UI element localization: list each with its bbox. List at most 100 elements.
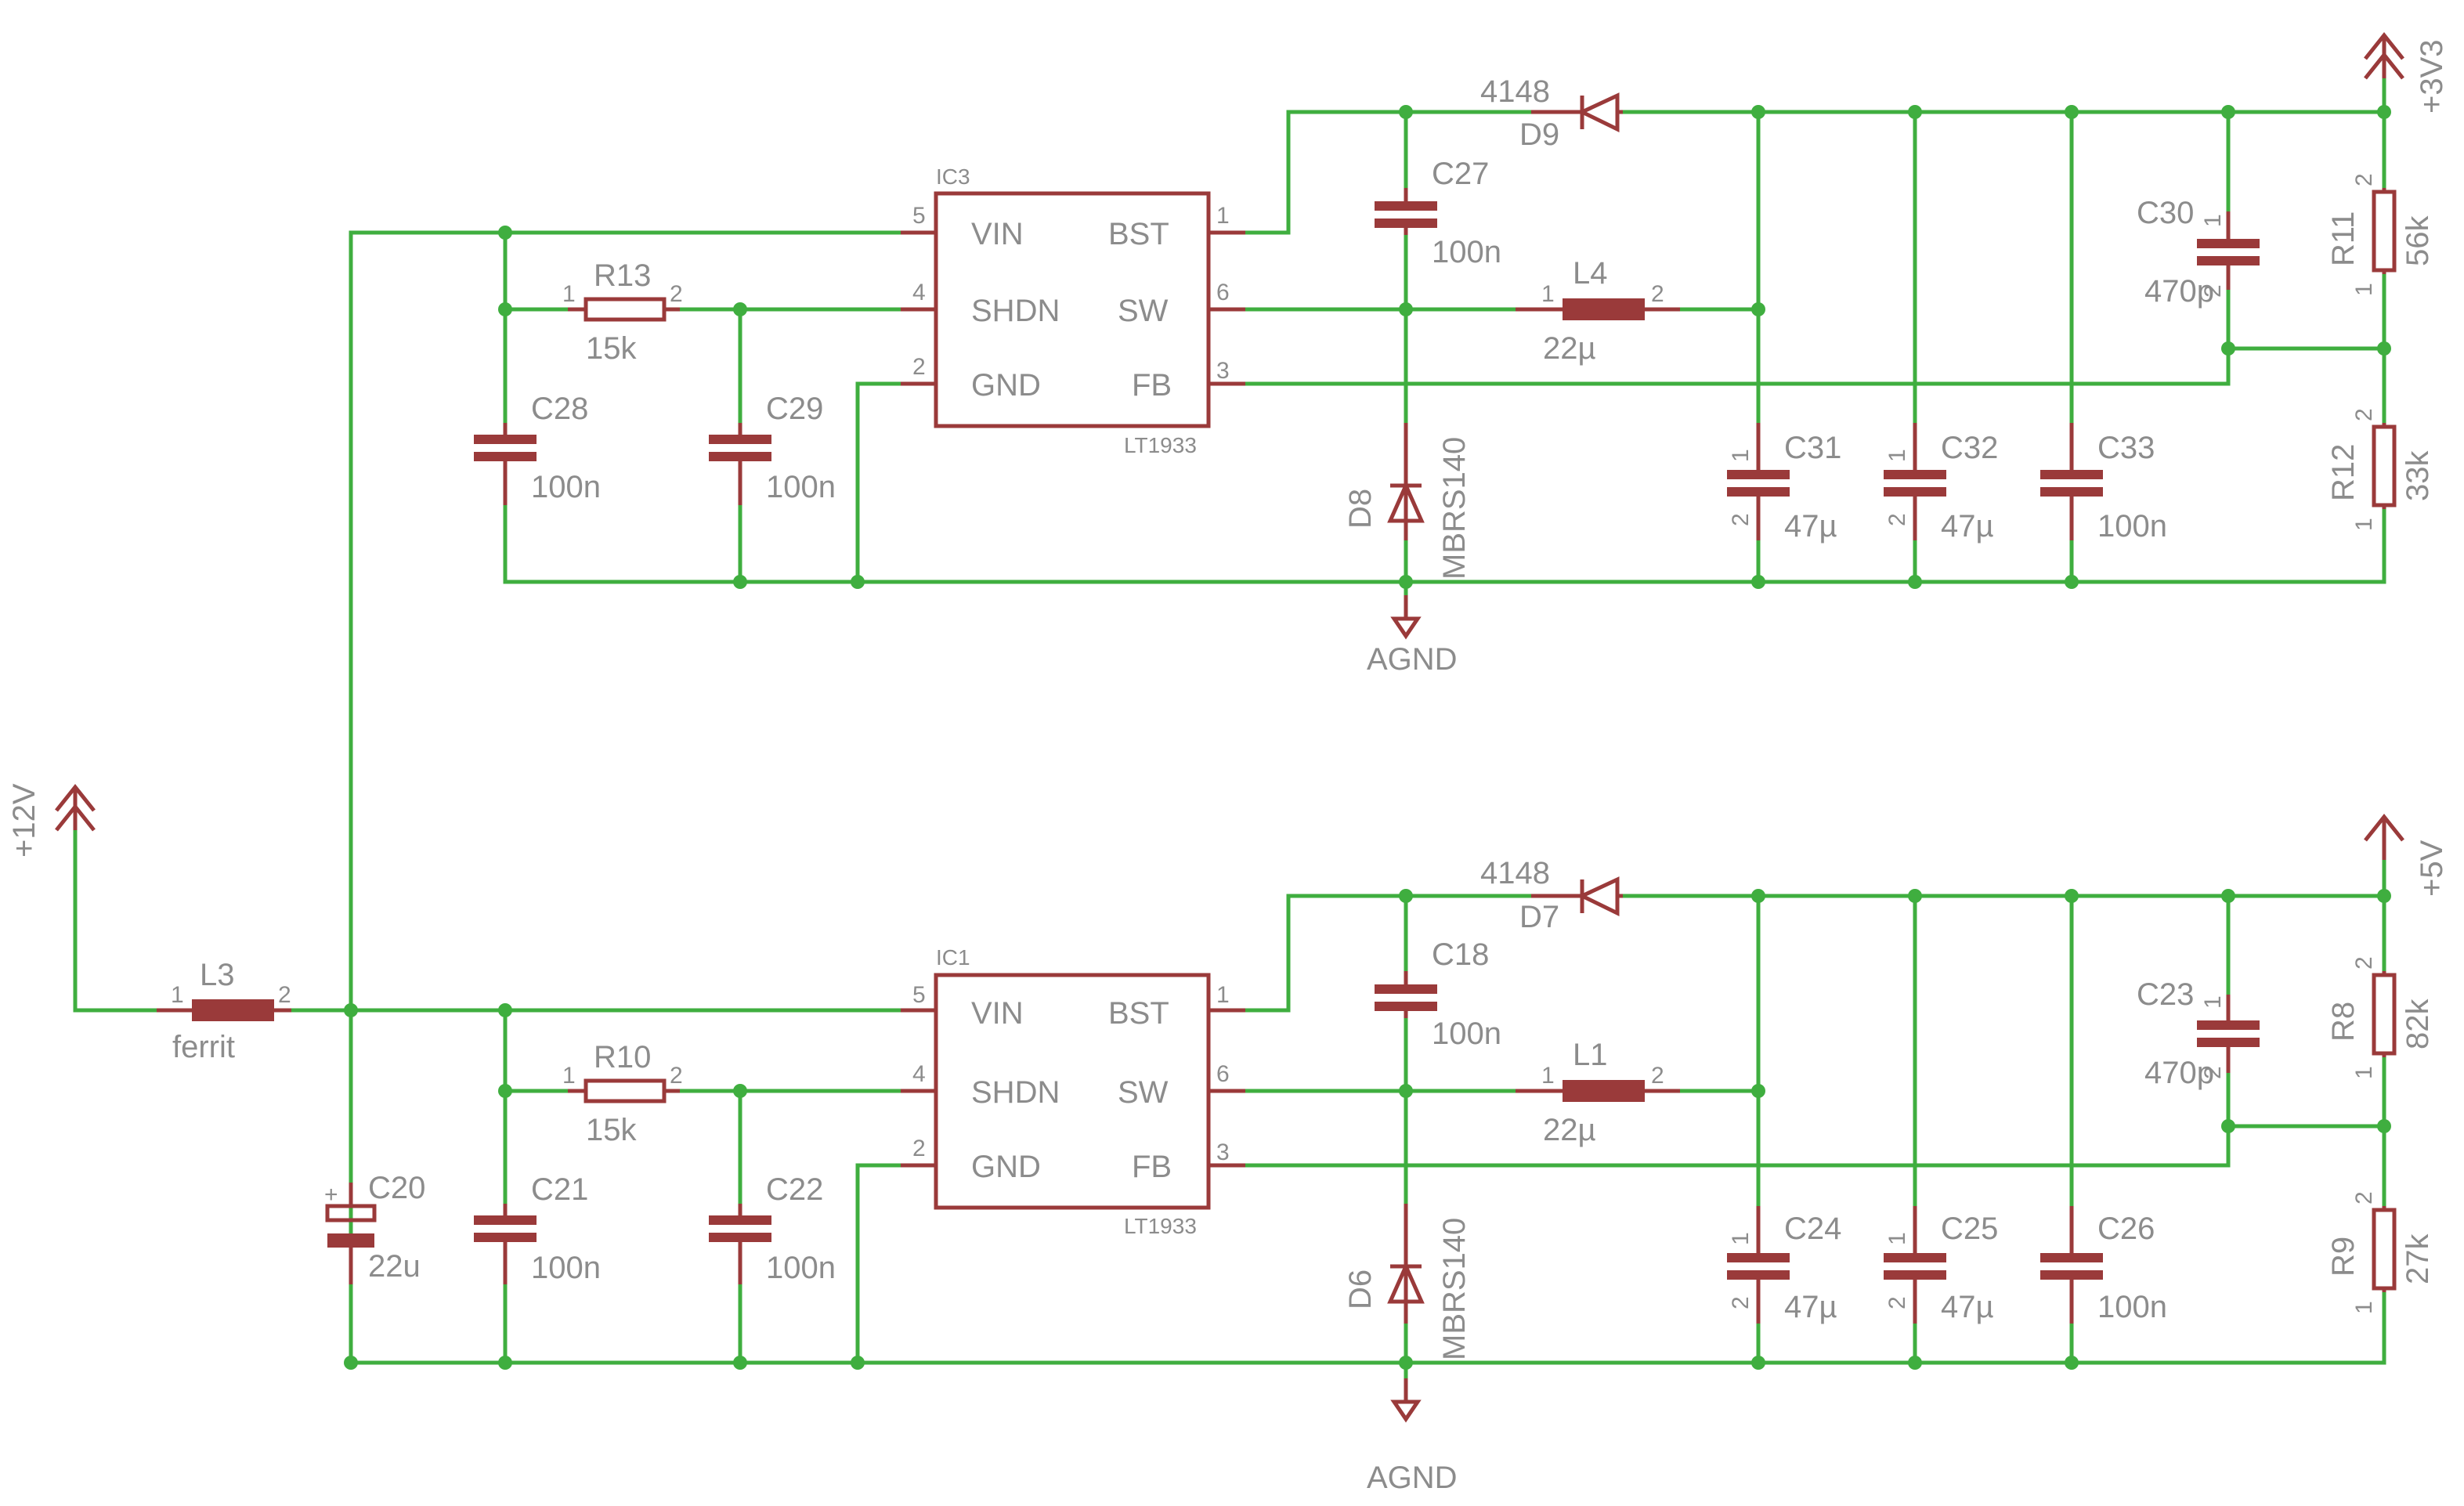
ic1-pin-vin: VIN [971,996,1024,1031]
resistor-r9: 2 1 R9 27k [2326,1191,2435,1314]
ic3: IC3 LT1933 VIN SHDN GND BST SW FB 5 4 2 … [901,164,1245,457]
ic3-pin-bst: BST [1108,217,1169,251]
r8-pin1: 1 [2351,1066,2377,1079]
c30-name: C30 [2137,196,2194,230]
ic1-num-shdn: 4 [912,1061,926,1087]
resistor-r12: 2 1 R12 33k [2326,408,2435,531]
ic1-num-gnd: 2 [912,1136,926,1161]
c31-value: 47µ [1784,509,1837,544]
capacitor-c18: C18 100n [1375,937,1501,1051]
ic1-pin-shdn: SHDN [971,1075,1060,1110]
r9-pin1: 1 [2351,1301,2377,1314]
c27-value: 100n [1432,235,1501,269]
supply-5v: +5V [2364,813,2449,897]
resistor-r10: R10 15k 1 2 [562,1040,683,1147]
r10-value: 15k [586,1113,637,1147]
l4-pin2: 2 [1651,281,1664,307]
ic1-pin-bst: BST [1108,996,1169,1031]
ic1-pin-sw: SW [1118,1075,1169,1110]
c29-name: C29 [766,392,823,426]
c33-value: 100n [2097,509,2167,544]
c22-value: 100n [766,1251,836,1285]
r13-value: 15k [586,331,637,366]
inductor-l4: L4 22µ 1 2 [1516,256,1680,366]
r13-pin1: 1 [562,281,576,307]
c25-value: 47µ [1941,1290,1994,1324]
l1-pin2: 2 [1651,1063,1664,1089]
r11-value: 56k [2401,215,2435,266]
r12-pin1: 1 [2351,518,2377,531]
ic1: IC1 LT1933 VIN SHDN GND BST SW FB 5 4 2 … [901,945,1245,1238]
ic3-pin-gnd: GND [971,368,1041,403]
c28-value: 100n [531,470,601,504]
agnd-top: AGND [1367,595,1458,677]
c23-pin1: 1 [2200,995,2226,1009]
d7-value: 4148 [1480,856,1550,890]
capacitor-c25: 1 2 C25 47µ [1884,1206,1998,1324]
ic1-pin-fb: FB [1132,1150,1172,1184]
supply-label-5v: +5V [2415,840,2449,897]
d7-name: D7 [1519,900,1559,934]
c32-value: 47µ [1941,509,1994,544]
diode-d7: 4148 D7 [1480,856,1623,934]
ic1-num-sw: 6 [1216,1061,1230,1087]
capacitor-c31: 1 2 C31 47µ [1727,423,1841,544]
ic3-name: IC3 [936,164,970,189]
diode-d9: 4148 D9 [1480,74,1623,152]
r8-pin2: 2 [2351,956,2377,970]
c24-pin2: 2 [1728,1296,1754,1309]
ic1-part: LT1933 [1124,1214,1197,1238]
agnd-bottom: AGND [1367,1378,1458,1495]
capacitor-c30: 1 2 C30 470p [2137,196,2260,309]
d6-name: D6 [1343,1269,1378,1309]
l1-value: 22µ [1543,1113,1596,1147]
l4-value: 22µ [1543,331,1596,366]
capacitor-c22: C22 100n [709,1172,836,1285]
c24-value: 47µ [1784,1290,1837,1324]
r8-name: R8 [2326,1002,2361,1042]
c21-value: 100n [531,1251,601,1285]
c24-name: C24 [1784,1212,1841,1246]
capacitor-c20: + C20 22u [324,1171,425,1284]
ic3-num-fb: 3 [1216,358,1230,384]
d8-value: MBRS140 [1437,437,1472,580]
l3-pin1: 1 [171,982,184,1008]
r8-value: 82k [2401,999,2435,1049]
r13-name: R13 [594,258,651,293]
ic3-pin-sw: SW [1118,294,1169,328]
capacitor-c27: C27 100n [1375,157,1501,269]
supply-3v3: +3V3 [2364,31,2449,114]
r9-name: R9 [2326,1237,2361,1277]
c18-value: 100n [1432,1017,1501,1051]
d8-name: D8 [1343,489,1378,529]
ic3-num-gnd: 2 [912,354,926,380]
c31-pin2: 2 [1728,513,1754,526]
c30-pin2: 2 [2200,284,2226,298]
ic3-pin-vin: VIN [971,217,1024,251]
ic3-num-sw: 6 [1216,280,1230,305]
supply-12v: +12V [7,783,96,858]
c31-name: C31 [1784,431,1841,465]
capacitor-c24: 1 2 C24 47µ [1727,1206,1841,1324]
c32-pin1: 1 [1884,449,1910,462]
r10-pin2: 2 [670,1063,683,1089]
ic3-pin-shdn: SHDN [971,294,1060,328]
c18-name: C18 [1432,937,1489,972]
ic1-name: IC1 [936,945,970,970]
c32-pin2: 2 [1884,513,1910,526]
c32-name: C32 [1941,431,1998,465]
junctions [344,105,2391,1370]
capacitor-c28: C28 100n [474,392,601,505]
r12-pin2: 2 [2351,408,2377,421]
c26-value: 100n [2097,1290,2167,1324]
diode-d8: D8 MBRS140 [1343,423,1472,580]
resistor-r11: 2 1 R11 56k [2326,173,2435,296]
d6-value: MBRS140 [1437,1218,1472,1360]
l3-pin2: 2 [278,982,291,1008]
d9-name: D9 [1519,117,1559,152]
ic3-pin-fb: FB [1132,368,1172,403]
ic1-pin-gnd: GND [971,1150,1041,1184]
c24-pin1: 1 [1728,1232,1754,1245]
capacitor-c32: 1 2 C32 47µ [1884,423,1998,544]
